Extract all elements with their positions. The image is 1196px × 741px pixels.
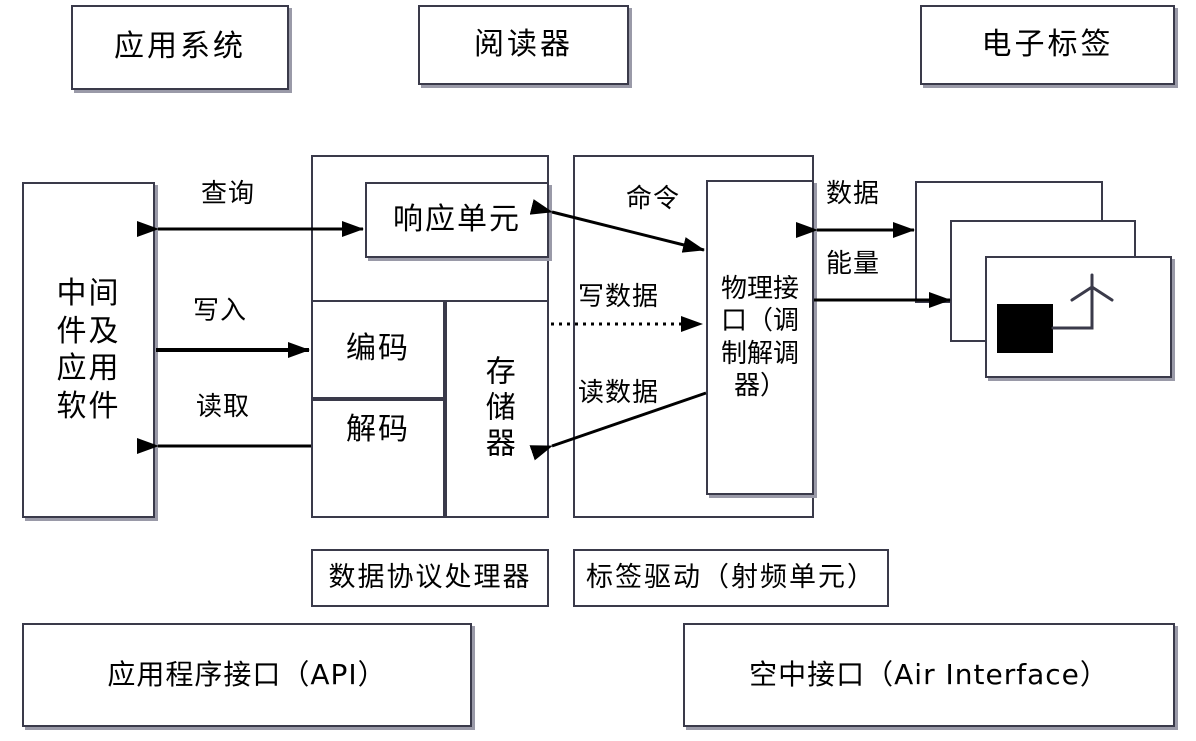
middleware-line-1: 中间	[56, 276, 121, 311]
physical-interface-line-3: 制解调	[720, 338, 799, 369]
arrow-label-command: 命令	[626, 184, 681, 214]
arrow-label-data: 数据	[826, 179, 881, 209]
box-physical-interface-modem: 物理接 口（调 制解调 器）	[706, 180, 814, 495]
box-air-interface: 空中接口（Air Interface）	[683, 623, 1175, 727]
box-application-system-label: 应用系统	[114, 29, 246, 65]
response-unit-label: 响应单元	[393, 201, 521, 237]
box-data-protocol-processor: 数据协议处理器	[311, 549, 549, 607]
box-reader: 阅读器	[418, 5, 629, 85]
box-reader-label: 阅读器	[474, 26, 573, 62]
middleware-line-4: 软件	[56, 388, 121, 424]
arrow-label-write: 写入	[193, 296, 248, 326]
physical-interface-line-2: 口（调	[720, 306, 799, 336]
box-application-system: 应用系统	[71, 5, 289, 90]
middleware-line-2: 件及	[56, 313, 121, 349]
physical-interface-line-1: 物理接	[720, 273, 799, 304]
arrow-label-read-data: 读数据	[578, 378, 660, 408]
box-electronic-tag-label: 电子标签	[981, 26, 1114, 62]
decode-label: 解码	[346, 412, 410, 448]
middleware-line-3: 应用	[56, 351, 121, 386]
box-decode: 解码	[311, 399, 445, 518]
box-tag-driver-rf-unit: 标签驱动（射频单元）	[573, 549, 889, 607]
box-middleware-software: 中间 件及 应用 软件	[22, 182, 155, 518]
box-api: 应用程序接口（API）	[22, 623, 472, 727]
arrow-label-energy: 能量	[826, 249, 881, 279]
arrow-label-write-data: 写数据	[578, 282, 660, 312]
arrow-label-query: 查询	[201, 179, 256, 209]
box-response-unit: 响应单元	[365, 182, 549, 258]
box-memory: 存储器	[445, 300, 549, 518]
box-encode: 编码	[311, 300, 445, 399]
tag-chip-icon	[997, 304, 1053, 353]
data-protocol-processor-label: 数据协议处理器	[328, 562, 532, 594]
arrow-label-read: 读取	[196, 392, 251, 422]
api-label: 应用程序接口（API）	[107, 657, 387, 691]
box-electronic-tag: 电子标签	[920, 5, 1175, 85]
air-interface-label: 空中接口（Air Interface）	[749, 657, 1109, 691]
memory-label: 存储器	[479, 355, 515, 463]
tag-driver-rf-unit-label: 标签驱动（射频单元）	[586, 562, 876, 594]
encode-label: 编码	[346, 331, 410, 367]
physical-interface-line-4: 器）	[733, 371, 786, 401]
